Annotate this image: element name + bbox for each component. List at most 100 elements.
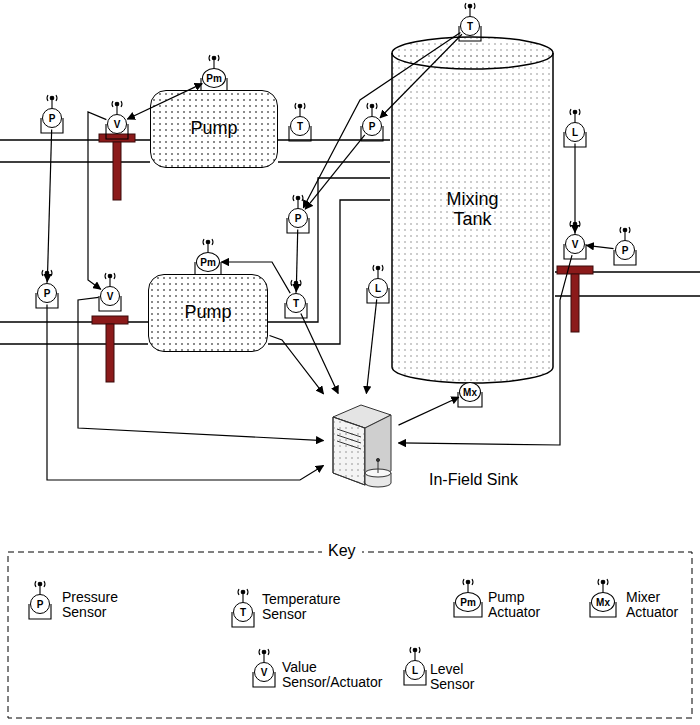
legend-text: Value Sensor/Actuator (282, 659, 382, 690)
antenna-wave (620, 227, 630, 233)
feed-pipe (268, 178, 390, 344)
antenna-wave (112, 101, 122, 107)
node-text: Pm (206, 73, 222, 84)
key-symbol: Mx (591, 592, 615, 612)
sensor-symbol: T (460, 16, 480, 36)
antenna-wave (463, 579, 473, 585)
sensor-symbol: T (286, 293, 306, 313)
antenna-mast (624, 231, 625, 240)
antenna-tip (262, 650, 266, 654)
node-text: V (572, 239, 579, 250)
node-text: P (622, 245, 629, 256)
antenna-tip (573, 110, 577, 114)
key-symbol: P (30, 594, 50, 614)
signal-arrow (270, 335, 324, 393)
node-text: L (572, 127, 578, 138)
antenna-mast (109, 277, 110, 286)
antenna-tip (115, 102, 119, 106)
server-side (365, 415, 391, 485)
antenna-wave (295, 103, 305, 109)
antenna-tip (466, 580, 470, 584)
antenna-tip (601, 580, 605, 584)
antenna-wave (570, 109, 580, 115)
sensor-symbol: P (362, 116, 382, 136)
key-frame (8, 552, 692, 718)
antenna-wave (367, 103, 377, 109)
legend-text: Pump Actuator (488, 589, 540, 620)
antenna-wave (293, 195, 303, 201)
drive-bays (337, 429, 361, 449)
node-text: T (293, 298, 299, 309)
antenna-tip (298, 104, 302, 108)
antenna-wave (203, 239, 213, 245)
antenna-tip (468, 4, 472, 8)
valve-stem (571, 274, 579, 332)
server-front-stipple (333, 417, 365, 485)
lower-pipe (0, 322, 148, 344)
valve-stem (113, 142, 121, 200)
signal-arrow (88, 112, 106, 289)
sensor-symbol: P (615, 240, 635, 260)
antenna-wave (465, 3, 475, 9)
signal-arrow (586, 245, 613, 248)
sensor-symbol: V (107, 114, 127, 134)
antenna-wave (373, 265, 383, 271)
antenna-tip (241, 590, 245, 594)
antenna-mast (469, 7, 470, 16)
antenna-mast (574, 113, 575, 122)
legend-entry: Pressure Sensor (62, 590, 142, 621)
server-front (333, 417, 365, 485)
antenna-tip (108, 274, 112, 278)
key-title: Key (322, 542, 362, 560)
antenna-tip (413, 648, 417, 652)
antenna-wave (47, 95, 57, 101)
antenna-mast (116, 105, 117, 114)
key-symbol: V (254, 662, 274, 682)
node-text: L (375, 283, 381, 294)
sensor-symbol: V (565, 234, 585, 254)
valve-bar (99, 134, 135, 142)
antenna-wave (238, 589, 248, 595)
node-text: P (44, 288, 51, 299)
legend-entry: Temperature Sensor (262, 592, 357, 623)
node-text: V (114, 119, 121, 130)
node-text: Pm (200, 257, 216, 268)
signal-arrow (301, 313, 338, 393)
sensor-symbol: V (100, 286, 120, 306)
legend-text: Pressure Sensor (62, 589, 118, 620)
legend-text: Temperature Sensor (262, 591, 341, 622)
signal-arrow (366, 299, 376, 393)
node-text: V (107, 291, 114, 302)
tank-top (392, 37, 553, 69)
antenna-tip (212, 56, 216, 60)
antenna-tip (38, 582, 42, 586)
antenna-tip (623, 228, 627, 232)
sensor-symbol: P (37, 283, 57, 303)
valve-bar (557, 266, 593, 274)
node-text: Pump (184, 303, 231, 323)
antennas (29, 3, 636, 687)
signal-arrow (78, 297, 324, 440)
key-symbol: Pm (455, 592, 481, 612)
sensor-symbol: Pm (202, 68, 226, 88)
signal-arrow (47, 129, 51, 281)
antenna-mast (51, 99, 52, 108)
antenna-mast (207, 243, 208, 252)
antenna-tip (206, 240, 210, 244)
legend-text: Level Sensor (430, 661, 474, 692)
signal-arrow (296, 229, 297, 291)
pipe (0, 140, 700, 344)
pump-box: Pump (150, 90, 278, 168)
antenna-tip (50, 96, 54, 100)
antenna-wave (35, 581, 45, 587)
antenna-wave (598, 579, 608, 585)
sensor-symbol: L (368, 278, 388, 298)
signal-arrow (574, 144, 575, 233)
radio-mast (378, 461, 379, 473)
antenna-tip (376, 266, 380, 270)
legend-text: Mixer Actuator (626, 589, 678, 620)
sensor-symbol: T (290, 116, 310, 136)
node-text: Mx (463, 387, 477, 398)
antenna-tip (296, 196, 300, 200)
